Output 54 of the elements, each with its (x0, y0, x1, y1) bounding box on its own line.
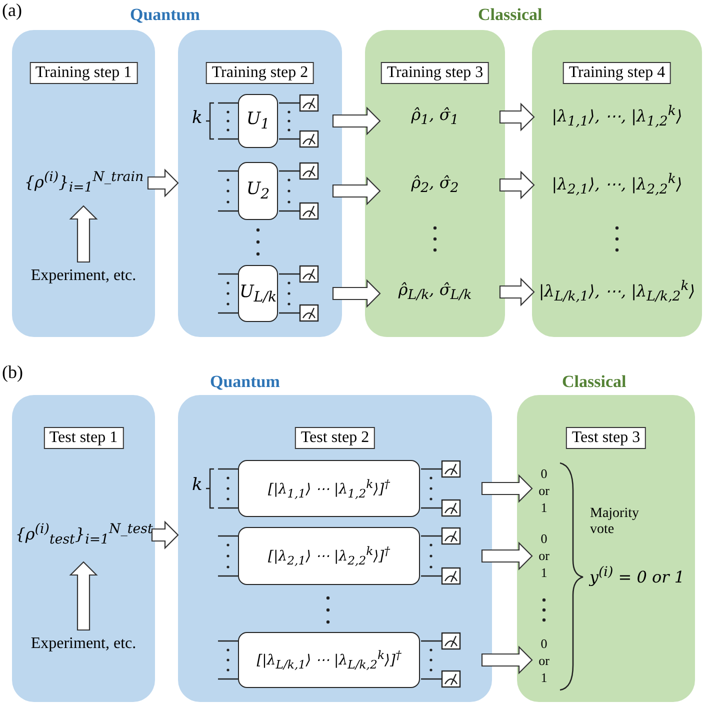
bit-value: 0 or 1 (532, 463, 556, 517)
arrow (69, 205, 98, 263)
step-heading: Test step 3 (566, 427, 646, 449)
panel (12, 395, 155, 702)
bit-value: 0 or 1 (532, 633, 556, 687)
step-heading: Training step 1 (29, 62, 138, 84)
formula: |λ$_{L/k,1}$⟩, ⋯, |λ$_{L/k,2}$$^{k}$⟩ (534, 272, 700, 312)
caption-text: Experiment, etc. (16, 630, 151, 658)
step-heading: Training step 2 (206, 62, 314, 84)
gate-box: U$_{1}$ (238, 94, 278, 148)
arrow (151, 520, 179, 550)
step-heading: Test step 2 (294, 427, 376, 449)
gate-box: [|λ$_{1,1}$⟩ ⋯ |λ$_{1,2}$$^{k}$⟩]$^{†}$ (238, 460, 420, 517)
panel (517, 395, 695, 702)
panel (532, 30, 702, 337)
section-title: Quantum (130, 5, 200, 25)
panel (12, 30, 155, 337)
arrow (332, 106, 381, 136)
formula: ρ̂$_{L/k}$, σ̂$_{L/k}$ (380, 272, 490, 312)
gate-box: [|λ$_{L/k,1}$⟩ ⋯ |λ$_{L/k,2}$$^{k}$⟩]$^{†}$ (238, 632, 420, 688)
step-heading: Test step 1 (43, 427, 124, 449)
arrow (332, 279, 381, 308)
arrow (69, 561, 98, 631)
step-heading: Training step 4 (562, 62, 672, 84)
arrow (481, 474, 533, 503)
section-title: Classical (478, 5, 542, 25)
arrow (499, 102, 535, 132)
formula: |λ$_{2,1}$⟩, ⋯, |λ$_{2,2}$$^{k}$⟩ (534, 168, 700, 202)
bit-value: 0 or 1 (532, 528, 556, 582)
section-title: Quantum (210, 372, 280, 392)
arrow (499, 278, 535, 306)
arrow (481, 646, 533, 674)
panel-label: (b) (2, 362, 23, 383)
formula: ρ̂$_{1}$, σ̂$_{1}$ (380, 100, 490, 134)
panel (365, 30, 505, 337)
section-title: Classical (562, 372, 626, 392)
panel-label: (a) (2, 0, 22, 21)
caption-text: Experiment, etc. (16, 262, 151, 290)
index-label: k (192, 108, 202, 128)
formula: y$^{(i)}$ = 0 or 1 (582, 556, 692, 596)
arrow (481, 542, 533, 570)
panel (178, 30, 342, 337)
step-heading: Training step 3 (380, 62, 490, 84)
arrow (332, 176, 381, 206)
index-label: k (192, 475, 202, 495)
formula: ρ̂$_{2}$, σ̂$_{2}$ (380, 168, 490, 202)
formula: |λ$_{1,1}$⟩, ⋯, |λ$_{1,2}$$^{k}$⟩ (534, 100, 700, 134)
arrow (147, 168, 179, 198)
panel (178, 395, 492, 702)
annotation-text: Majority vote (590, 506, 640, 538)
arrow (499, 170, 535, 200)
gate-box: U$_{L/k}$ (238, 265, 278, 322)
gate-box: U$_{2}$ (238, 162, 278, 220)
gate-box: [|λ$_{2,1}$⟩ ⋯ |λ$_{2,2}$$^{k}$⟩]$^{†}$ (238, 527, 420, 585)
